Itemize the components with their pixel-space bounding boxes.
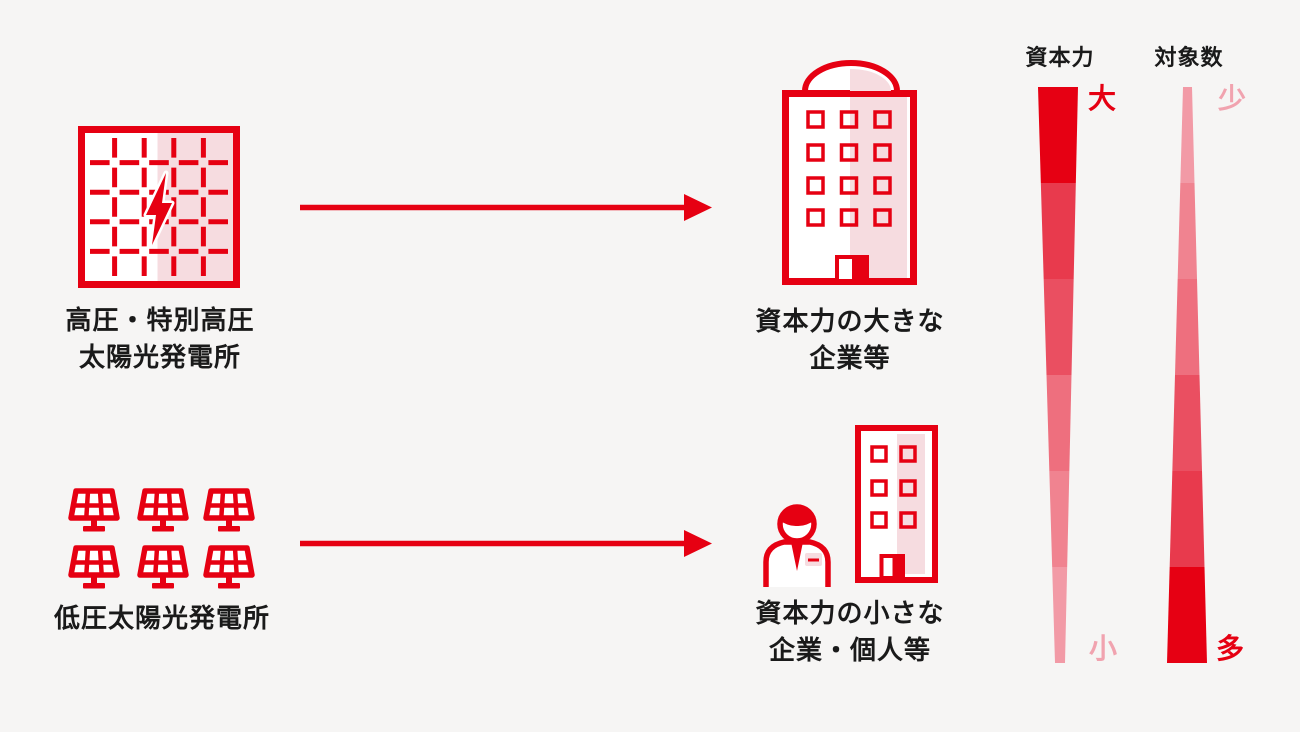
person-hair bbox=[779, 507, 815, 527]
scale-count-top-label: 少 bbox=[1218, 83, 1247, 114]
right-arrow-icon bbox=[300, 194, 712, 221]
small-building-icon bbox=[855, 425, 938, 583]
person-tie bbox=[791, 542, 803, 571]
scale-title-count: 対象数 bbox=[1154, 45, 1224, 70]
wedge-band bbox=[1167, 471, 1207, 567]
wedge-band bbox=[1167, 87, 1207, 183]
building-windows bbox=[806, 110, 892, 227]
target-label-small-company: 資本力の小さな 企業・個人等 bbox=[755, 598, 945, 665]
scale-title-capital: 資本力 bbox=[1025, 45, 1095, 70]
building-door bbox=[879, 554, 897, 580]
wedge-band bbox=[1167, 375, 1207, 471]
wedge-band bbox=[1038, 471, 1078, 567]
office-building-dome-icon bbox=[782, 60, 917, 285]
lightning-bolt-icon bbox=[143, 170, 175, 248]
wedge-band bbox=[1167, 567, 1207, 663]
wedge-band bbox=[1038, 567, 1078, 663]
capital-wedge bbox=[1038, 87, 1078, 663]
count-wedge bbox=[1167, 87, 1207, 663]
wedge-band bbox=[1038, 87, 1078, 183]
building-shade bbox=[850, 69, 907, 278]
source-label-high-voltage: 高圧・特別高圧 太陽光発電所 bbox=[65, 305, 255, 372]
scale-capital-bottom-label: 小 bbox=[1089, 633, 1118, 664]
wedge-band bbox=[1038, 279, 1078, 375]
person-icon bbox=[763, 504, 831, 587]
wedge-band bbox=[1167, 279, 1207, 375]
solar-grid-lightning-icon bbox=[78, 126, 240, 288]
source-label-low-voltage: 低圧太陽光発電所 bbox=[53, 603, 270, 633]
right-arrow-icon bbox=[300, 530, 712, 557]
solar-grid-svg bbox=[85, 133, 233, 281]
wedge-band bbox=[1038, 183, 1078, 279]
scale-capital-top-label: 大 bbox=[1088, 83, 1117, 114]
scale-count-bottom-label: 多 bbox=[1216, 633, 1245, 664]
solar-panels-icon bbox=[62, 482, 262, 592]
target-label-large-company: 資本力の大きな 企業等 bbox=[755, 306, 945, 373]
building-windows bbox=[870, 445, 917, 529]
wedge-band bbox=[1038, 375, 1078, 471]
wedge-band bbox=[1167, 183, 1207, 279]
